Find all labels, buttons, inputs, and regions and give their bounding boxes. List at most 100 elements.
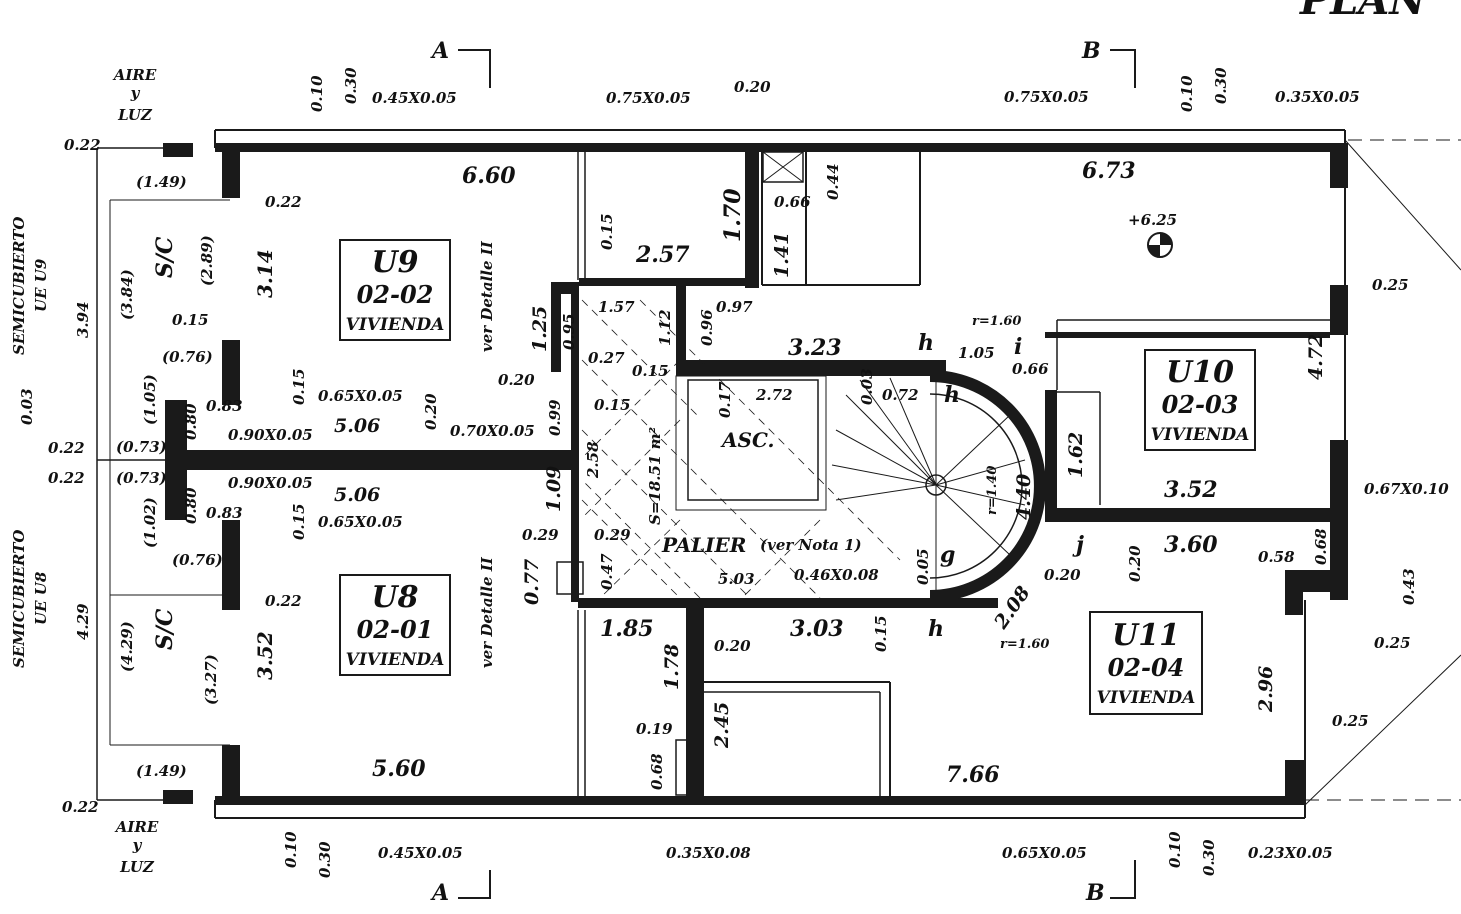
aire-bottom-2: y xyxy=(132,836,143,854)
dim-text: 2.45 xyxy=(711,702,733,749)
dim-text: r=1.60 xyxy=(972,314,1021,329)
left-dimensions: 0.22 (1.49) 0.22 3.94 (3.84) (2.89) 0.15… xyxy=(18,136,302,816)
dim-text: 0.29 xyxy=(522,526,559,544)
dim-text: (3.84) xyxy=(118,269,136,320)
section-b-bottom: B xyxy=(1085,880,1105,906)
dim-text: 0.15 xyxy=(598,213,616,250)
aire-bottom-1: AIRE xyxy=(114,818,159,836)
dim-text: 0.20 xyxy=(1126,545,1144,582)
dim-text: 1.05 xyxy=(958,344,995,362)
dim-text: 5.06 xyxy=(334,415,380,437)
mark-g: g xyxy=(940,542,955,568)
top-dimensions: 0.10 0.30 0.45X0.05 0.75X0.05 0.20 0.75X… xyxy=(308,67,1360,112)
dim-text: 0.22 xyxy=(64,136,101,154)
dim-text: 6.73 xyxy=(1082,158,1136,184)
mark-j: j xyxy=(1072,532,1084,558)
dim-text: 0.30 xyxy=(1200,839,1218,876)
sc-top-label: S/C xyxy=(152,236,178,278)
dim-text: 0.90X0.05 xyxy=(228,474,313,492)
dim-text: 0.05 xyxy=(914,548,932,585)
dim-text: 0.80 xyxy=(182,487,200,524)
dim-text: 0.30 xyxy=(342,67,360,104)
section-a-bottom: A xyxy=(430,880,449,906)
dim-text: r=1.40 xyxy=(985,466,1000,515)
dim-text: 0.65X0.05 xyxy=(1002,844,1087,862)
dim-text: (0.76) xyxy=(162,348,213,366)
dim-text: 3.52 xyxy=(253,631,277,680)
dim-text: 4.40 xyxy=(1013,474,1035,520)
dim-text: 0.70X0.05 xyxy=(450,422,535,440)
dim-text: 3.94 xyxy=(74,301,92,338)
dim-text: 0.15 xyxy=(872,615,890,652)
dim-text: 0.22 xyxy=(48,469,85,487)
level-label: +6.25 xyxy=(1128,211,1177,229)
unit-id: U9 xyxy=(371,245,418,280)
dim-text: 2.08 xyxy=(990,582,1035,633)
dim-text: 7.66 xyxy=(946,762,1000,788)
unit-code: 02-02 xyxy=(357,280,434,309)
dim-text: 0.15 xyxy=(172,311,209,329)
dim-text: 0.68 xyxy=(1312,528,1330,565)
dim-text: 0.80 xyxy=(182,403,200,440)
stair-marks: h h h i j g xyxy=(918,330,1084,642)
dim-text: (4.29) xyxy=(118,621,136,672)
dim-text: 2.57 xyxy=(635,242,690,268)
dim-text: 1.57 xyxy=(598,298,635,316)
unit-use: VIVIENDA xyxy=(1151,425,1250,445)
semicubierto-u8-2: UE U8 xyxy=(32,571,50,625)
dim-text: 0.66 xyxy=(774,193,811,211)
u9-dimensions: 6.60 3.14 0.15 0.65X0.05 0.20 0.83 0.80 … xyxy=(182,163,551,444)
dim-text: 0.45X0.05 xyxy=(378,844,463,862)
dim-text: 0.43 xyxy=(1400,568,1418,605)
dim-text: 1.41 xyxy=(771,232,793,278)
dim-text: 0.17 xyxy=(716,381,734,418)
elevator-label: ASC. xyxy=(720,428,775,452)
mark-h: h xyxy=(928,616,944,642)
dim-text: 5.03 xyxy=(718,570,755,588)
detalle-bottom: ver Detalle II xyxy=(478,556,496,668)
dim-text: 0.83 xyxy=(206,397,243,415)
dim-text: 0.10 xyxy=(1178,75,1196,112)
unit-u9-box: U9 02-02 VIVIENDA xyxy=(339,239,451,341)
palier-area: S=18.51 m² xyxy=(646,427,664,525)
dim-text: 0.25 xyxy=(1372,276,1409,294)
unit-id: U10 xyxy=(1166,355,1234,390)
dim-text: 0.20 xyxy=(734,78,771,96)
dim-text: 0.29 xyxy=(594,526,631,544)
dim-text: 0.30 xyxy=(316,841,334,878)
dim-text: 0.83 xyxy=(206,504,243,522)
dim-text: 0.15 xyxy=(290,368,308,405)
dim-text: 3.52 xyxy=(1164,477,1218,503)
dim-text: 0.46X0.08 xyxy=(794,566,879,584)
dim-text: 0.20 xyxy=(422,393,440,430)
dim-text: 0.10 xyxy=(308,75,326,112)
dim-text: 0.58 xyxy=(1258,548,1295,566)
exterior-lines xyxy=(1304,139,1461,806)
dim-text: 0.47 xyxy=(598,553,616,590)
dim-text: 0.68 xyxy=(648,753,666,790)
dim-text: 0.10 xyxy=(1166,831,1184,868)
dim-text: 3.23 xyxy=(788,335,842,361)
dim-text: 1.85 xyxy=(600,616,654,642)
detalle-top: ver Detalle II xyxy=(478,240,496,352)
dim-text: 0.75X0.05 xyxy=(1004,88,1089,106)
aire-top-2: y xyxy=(130,84,141,102)
dim-text: 0.22 xyxy=(62,798,99,816)
unit-use: VIVIENDA xyxy=(1097,688,1196,708)
dim-text: 0.96 xyxy=(698,309,716,346)
dim-text: 0.35X0.05 xyxy=(1275,88,1360,106)
dim-text: 1.25 xyxy=(529,306,551,352)
dim-text: 5.06 xyxy=(334,484,380,506)
semicubierto-u9-1: SEMICUBIERTO xyxy=(10,217,28,355)
dim-text: 4.72 xyxy=(1305,334,1327,380)
dim-text: 0.20 xyxy=(714,637,751,655)
dim-text: (3.27) xyxy=(202,654,220,705)
dim-text: 2.58 xyxy=(584,441,602,479)
dim-text: 0.15 xyxy=(632,362,669,380)
dim-text: (1.49) xyxy=(136,762,187,780)
dim-text: 1.78 xyxy=(661,644,683,690)
unit-u10-box: U10 02-03 VIVIENDA xyxy=(1144,349,1256,451)
dim-text: (1.49) xyxy=(136,173,187,191)
outer-walls xyxy=(163,129,1348,819)
